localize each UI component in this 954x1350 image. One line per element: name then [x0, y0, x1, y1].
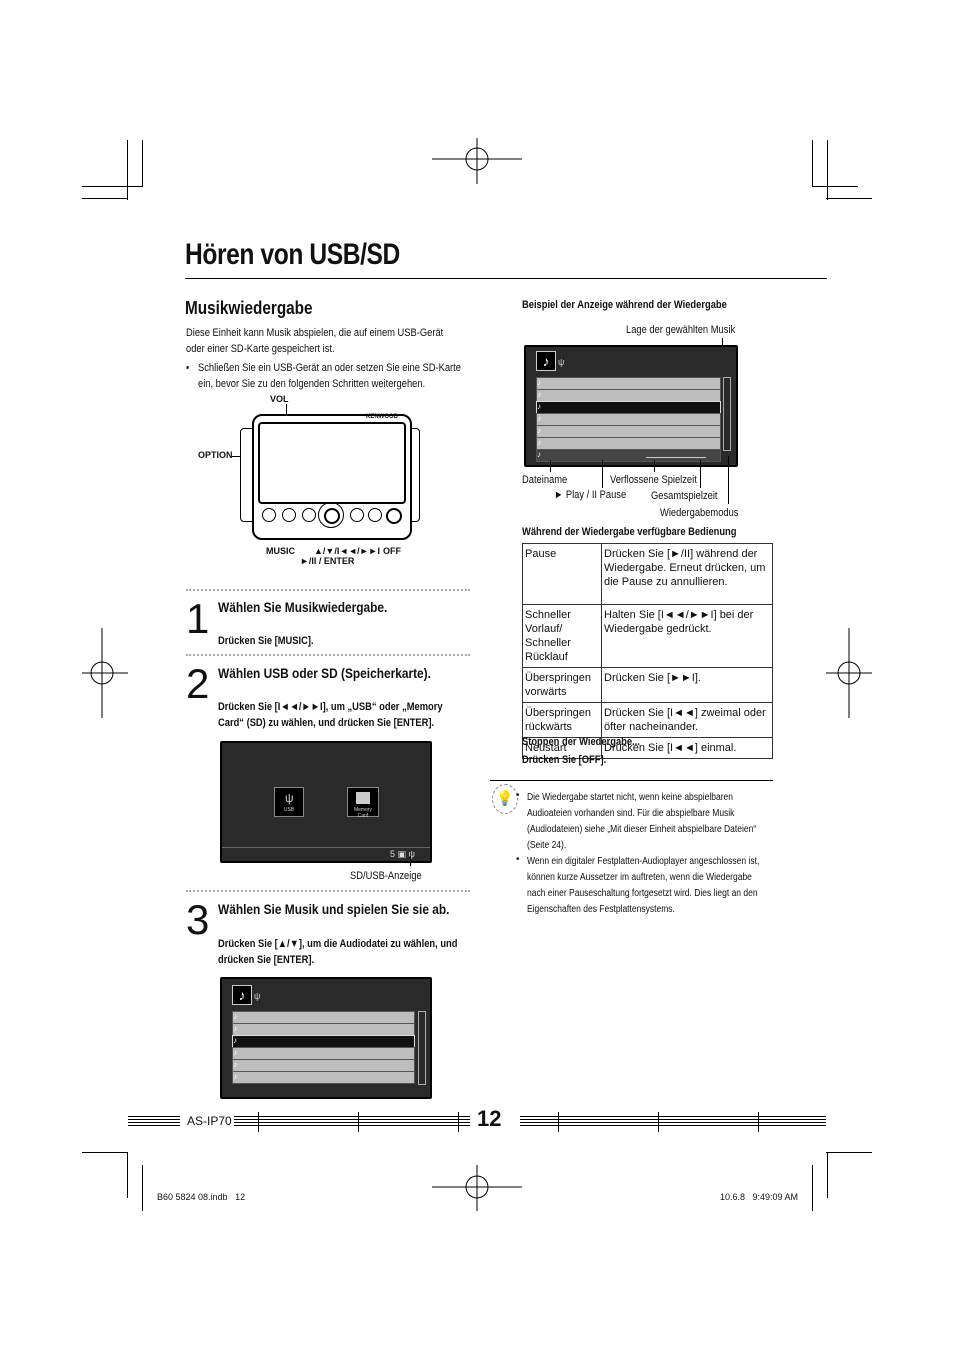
usb-small-icon: ψ [558, 357, 565, 367]
label-filename: Dateiname [522, 474, 568, 486]
step-text: Drücken Sie [I◄◄/►►I], um „USB“ oder „Me… [218, 701, 443, 729]
section-title: Musikwiedergabe [185, 298, 313, 318]
brand-logo: KENWOOD [366, 414, 398, 420]
prep-bullet: Schließen Sie ein USB-Gerät an oder setz… [198, 362, 461, 390]
step-title: Wählen Sie Musikwiedergabe. [218, 599, 388, 615]
stop-title: Stoppen der Wiedergabe... [522, 736, 640, 748]
bullet-dot: • [516, 790, 520, 801]
label-total: Gesamtspielzeit [651, 490, 718, 502]
intro-text: Diese Einheit kann Musik abspielen, die … [186, 327, 444, 355]
scrollbar[interactable] [723, 377, 731, 451]
op-desc: Drücken Sie [►►I]. [601, 667, 773, 703]
stop-text: Drücken Sie [OFF]. [522, 754, 607, 766]
ops-title: Während der Wiedergabe verfügbare Bedien… [522, 526, 737, 538]
title-rule [185, 278, 827, 279]
divider [186, 589, 470, 591]
memory-card-icon[interactable]: Memory Card [347, 787, 379, 819]
note-text: Die Wiedergabe startet nicht, wenn keine… [527, 792, 757, 851]
footer-rule [128, 1116, 180, 1128]
table-row: Überspringen rückwärts Drücken Sie [I◄◄]… [522, 702, 773, 738]
step-text: Drücken Sie [MUSIC]. [218, 635, 314, 647]
notes-rule [490, 780, 773, 781]
option-label: OPTION [198, 450, 233, 460]
bullet-dot: • [186, 362, 190, 374]
off-label: OFF [383, 546, 401, 556]
play-enter-label: ►/II / ENTER [300, 556, 355, 566]
usb-icon[interactable]: ψ USB [274, 787, 304, 817]
screen-caption: SD/USB-Anzeige [350, 870, 422, 882]
divider [186, 890, 470, 892]
lightbulb-icon: 💡 [492, 784, 518, 814]
playback-screen: ♪ ψ ♪ ♪ ♪ ♪ ♪ ♪ ♪ [524, 345, 738, 467]
op-name: Neustart [522, 737, 602, 759]
label-position: Lage der gewählten Musik [626, 324, 736, 336]
progress-bar [646, 457, 706, 458]
op-name: Überspringen rückwärts [522, 702, 602, 738]
usb-label: USB [283, 807, 295, 813]
page-number: 12 [477, 1106, 502, 1131]
file-info: B60 5824 08.indb 12 [157, 1192, 246, 1202]
step-title: Wählen USB oder SD (Speicherkarte). [218, 665, 431, 681]
registration-mark [432, 1165, 522, 1211]
timestamp: 10.6.8 9:49:09 AM [720, 1192, 799, 1202]
op-desc: Drücken Sie [►/II] während der Wiedergab… [601, 543, 773, 605]
step-number: 3 [186, 896, 210, 943]
usb-small-icon: ψ [254, 991, 261, 1001]
music-label: MUSIC [266, 546, 295, 556]
registration-mark [432, 138, 522, 184]
memory-card-label: Memory Card [353, 807, 373, 819]
note-text: Wenn ein digitaler Festplatten-Audioplay… [527, 856, 760, 915]
divider [186, 654, 470, 656]
file-list-screen: ♪ ψ ♪ ♪ ♪ ♪ ♪ ♪ [220, 977, 432, 1099]
op-name: Schneller Vorlauf/ Schneller Rücklauf [522, 604, 602, 668]
list-item[interactable]: ♪ [232, 1071, 415, 1084]
model-label: AS-IP70 [187, 1114, 232, 1128]
op-desc: Drücken Sie [I◄◄] zweimal oder öfter nac… [601, 702, 773, 738]
device-screen [258, 422, 406, 504]
footer-rule [520, 1116, 826, 1128]
device-body: KENWOOD [252, 414, 412, 540]
step-number: 2 [186, 660, 210, 707]
registration-mark [82, 628, 128, 718]
sd-usb-indicator-icon: 5 ▣ ψ [390, 849, 415, 859]
source-select-screen: ψ USB Memory Card 5 ▣ ψ [220, 741, 432, 863]
music-note-icon: ♪ [536, 351, 556, 371]
op-desc: Drücken Sie [I◄◄] einmal. [601, 737, 773, 759]
footer-rule [234, 1116, 470, 1128]
step-title: Wählen Sie Musik und spielen Sie sie ab. [218, 901, 450, 917]
table-row: Neustart Drücken Sie [I◄◄] einmal. [522, 737, 773, 759]
table-row: Schneller Vorlauf/ Schneller Rücklauf Ha… [522, 604, 773, 668]
music-note-icon: ♪ [232, 985, 252, 1005]
operations-table: Pause Drücken Sie [►/II] während der Wie… [522, 543, 773, 759]
device-illustration: VOL OPTION KENWOOD MUSIC ▲/▼/I◄◄/►►I ►/I… [190, 392, 480, 572]
op-name: Pause [522, 543, 602, 605]
step-text: Drücken Sie [▲/▼], um die Audiodatei zu … [218, 938, 458, 966]
step-number: 1 [186, 595, 210, 642]
op-desc: Halten Sie [I◄◄/►►I] bei der Wiedergabe … [601, 604, 773, 668]
table-row: Pause Drücken Sie [►/II] während der Wie… [522, 543, 773, 605]
now-playing-row: ♪ [536, 449, 721, 462]
page-title: Hören von USB/SD [185, 238, 400, 271]
label-elapsed: Verflossene Spielzeit [610, 474, 697, 486]
table-row: Überspringen vorwärts Drücken Sie [►►I]. [522, 667, 773, 703]
scrollbar[interactable] [418, 1011, 426, 1085]
label-mode: Wiedergabemodus [660, 507, 739, 519]
op-name: Überspringen vorwärts [522, 667, 602, 703]
registration-mark [826, 628, 872, 718]
bullet-dot: • [516, 854, 520, 865]
label-play-pause: ► Play / II Pause [554, 489, 627, 501]
example-title: Beispiel der Anzeige während der Wiederg… [522, 299, 727, 311]
vol-label: VOL [270, 394, 289, 404]
arrows-label: ▲/▼/I◄◄/►►I [314, 546, 380, 556]
